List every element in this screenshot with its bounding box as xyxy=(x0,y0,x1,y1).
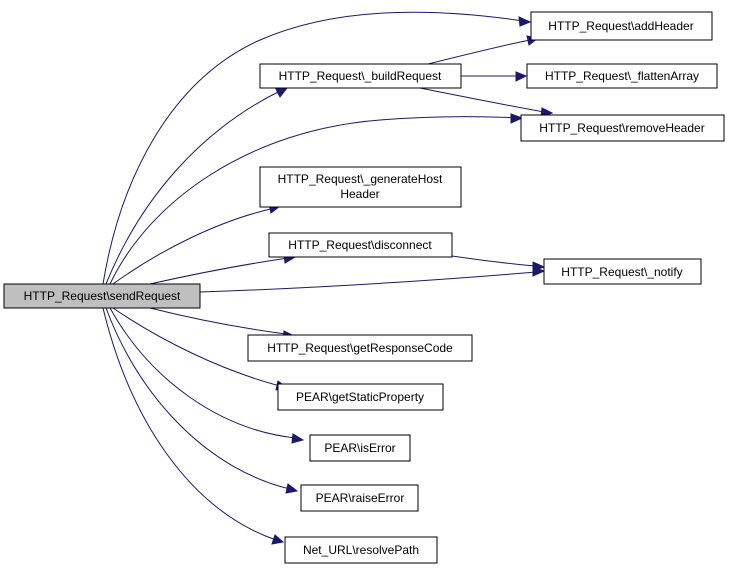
node-label: HTTP_Request\_flattenArray xyxy=(545,69,699,83)
node-label-line2: Header xyxy=(340,187,379,201)
arrow-resolvepath xyxy=(271,534,285,545)
node-build-request[interactable]: HTTP_Request\_buildRequest xyxy=(259,63,462,89)
node-label-line1: HTTP_Request\_generateHost xyxy=(278,172,443,186)
node-label: HTTP_Request\getResponseCode xyxy=(267,341,453,355)
node-remove-header[interactable]: HTTP_Request\removeHeader xyxy=(520,114,725,142)
edges xyxy=(102,11,554,545)
node-label: HTTP_Request\_notify xyxy=(561,265,682,279)
edge-buildrequest-addheader xyxy=(419,39,531,67)
arrow-buildrequest xyxy=(275,87,289,98)
node-label: HTTP_Request\removeHeader xyxy=(539,121,704,135)
node-label: HTTP_Request\addHeader xyxy=(548,19,693,33)
node-flatten-array[interactable]: HTTP_Request\_flattenArray xyxy=(526,63,718,89)
node-label: PEAR\isError xyxy=(324,441,395,455)
edge-disconnect-notify xyxy=(451,255,537,267)
node-raise-error[interactable]: PEAR\raiseError xyxy=(300,484,419,512)
edge-sendrequest-removeheader xyxy=(109,116,521,285)
node-resolve-path[interactable]: Net_URL\resolvePath xyxy=(284,536,438,564)
arrow-notify-2 xyxy=(532,261,546,272)
edge-sendrequest-iserror xyxy=(109,307,297,439)
node-label: Net_URL\resolvePath xyxy=(303,543,419,557)
node-label: PEAR\getStaticProperty xyxy=(296,390,424,404)
node-add-header[interactable]: HTTP_Request\addHeader xyxy=(530,11,713,41)
node-is-error[interactable]: PEAR\isError xyxy=(309,434,411,462)
node-notify[interactable]: HTTP_Request\_notify xyxy=(543,258,702,285)
node-disconnect[interactable]: HTTP_Request\disconnect xyxy=(268,232,453,258)
node-generate-host-header[interactable]: HTTP_Request\_generateHost Header xyxy=(259,166,462,208)
arrow-iserror xyxy=(291,433,305,444)
node-label: HTTP_Request\disconnect xyxy=(288,238,432,252)
node-label: HTTP_Request\_buildRequest xyxy=(279,69,442,83)
arrow-flattenarray xyxy=(515,71,528,82)
edge-sendrequest-generatehost xyxy=(112,207,276,285)
edge-sendrequest-resolvepath xyxy=(102,307,277,541)
node-get-response-code[interactable]: HTTP_Request\getResponseCode xyxy=(247,334,473,362)
arrow-raiseerror xyxy=(285,483,299,494)
edge-sendrequest-disconnect xyxy=(149,257,289,285)
edge-sendrequest-notify xyxy=(199,271,537,293)
edge-sendrequest-getstaticproperty xyxy=(112,307,281,387)
node-send-request[interactable]: HTTP_Request\sendRequest xyxy=(3,283,201,309)
edge-sendrequest-getresponsecode xyxy=(149,307,287,335)
arrow-removeheader xyxy=(510,113,524,124)
edge-sendrequest-addheader xyxy=(102,11,531,285)
node-label: HTTP_Request\sendRequest xyxy=(24,289,181,303)
node-get-static-property[interactable]: PEAR\getStaticProperty xyxy=(277,383,444,411)
edge-sendrequest-raiseerror xyxy=(105,307,291,490)
arrow-addheader xyxy=(518,16,532,27)
edge-sendrequest-buildrequest xyxy=(105,89,283,285)
node-label: PEAR\raiseError xyxy=(316,491,405,505)
edge-buildrequest-removeheader xyxy=(419,87,545,113)
